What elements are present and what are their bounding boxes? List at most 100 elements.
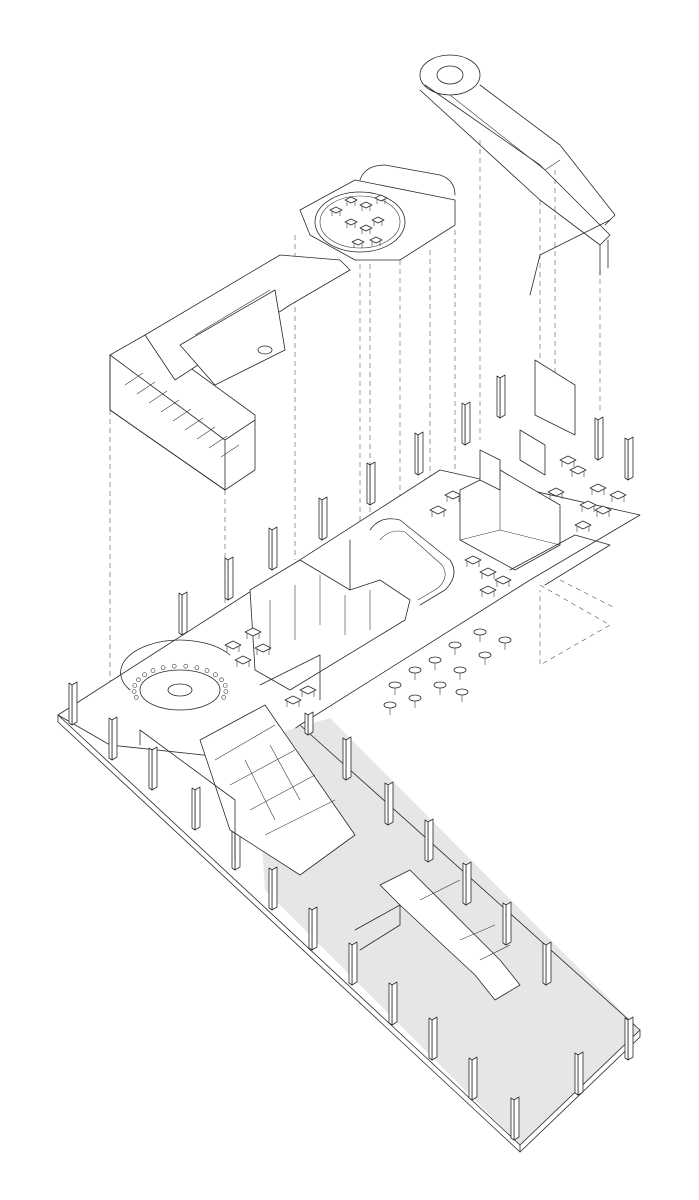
raised-counter [179, 289, 286, 386]
booth [519, 429, 546, 476]
lower-wing-rooms [139, 704, 521, 1001]
round-table [448, 641, 462, 655]
table-set [589, 483, 607, 495]
terrace-curved-edge [359, 164, 456, 196]
terrace-table-top [371, 216, 385, 224]
round-terrace [299, 164, 456, 261]
round-table-top [428, 656, 442, 664]
column-side [268, 527, 273, 571]
column-face [111, 716, 118, 761]
projected-outline [559, 579, 616, 609]
column [502, 901, 512, 946]
stair-tread [184, 417, 204, 431]
circular-bar [120, 639, 231, 711]
terrace-table [374, 194, 388, 204]
column-side [268, 867, 273, 911]
tall-wall-panel [534, 359, 576, 436]
terrace-table [329, 206, 343, 216]
column-face [627, 1016, 634, 1061]
bar-stool [213, 672, 218, 678]
column-face [505, 901, 512, 946]
column-side [502, 902, 507, 946]
column-side [231, 827, 236, 871]
terrace-table-top [359, 224, 373, 232]
round-table [408, 666, 422, 680]
column-face [194, 786, 201, 831]
column-face [471, 1056, 478, 1101]
restroom-block [199, 704, 356, 876]
table-set [429, 505, 447, 517]
table-top [609, 490, 627, 500]
column [268, 526, 278, 571]
main-floor-slab [57, 469, 641, 1153]
column-side [178, 592, 183, 636]
round-table-top [408, 694, 422, 702]
terrace-table [344, 218, 358, 228]
partition-wall [269, 744, 301, 801]
stair-tread [148, 390, 168, 404]
terrace-table-top [369, 236, 383, 244]
column-side [388, 982, 393, 1026]
bar-stool [136, 677, 141, 683]
bar-stool [131, 689, 137, 694]
stair-treads [124, 372, 240, 458]
table-top [234, 655, 252, 665]
bar-counter [139, 669, 221, 711]
table-set [244, 627, 262, 639]
spiral-stair-ramp [419, 54, 616, 296]
column-side [594, 417, 599, 461]
column-side [542, 942, 547, 986]
column-face [271, 866, 278, 911]
table-set [547, 487, 565, 499]
bar-stools [131, 663, 229, 700]
column-side [414, 432, 419, 476]
terrace-table-top [344, 218, 358, 226]
bar-stool [142, 672, 147, 678]
partition-wall [419, 879, 461, 901]
stair-tread [220, 444, 240, 458]
round-table [428, 656, 442, 670]
column [388, 981, 398, 1026]
column-face [577, 1051, 584, 1096]
stair-tread [124, 372, 144, 386]
column-face [181, 591, 188, 636]
table-set [479, 585, 497, 597]
column-side [224, 557, 229, 601]
column [428, 1016, 438, 1061]
column [308, 906, 318, 951]
upper-block-edge [224, 419, 256, 441]
slab-edge [57, 721, 521, 1153]
column-side [68, 682, 73, 726]
curved-bar-wall [369, 518, 455, 606]
lounge-wall [459, 529, 501, 541]
low-wall [354, 904, 401, 951]
table-set [494, 575, 512, 587]
column [108, 716, 118, 761]
column [496, 374, 506, 419]
partition-wall [214, 724, 276, 761]
round-table [478, 651, 492, 665]
table-top [429, 505, 447, 515]
column [384, 781, 394, 826]
round-table [383, 701, 397, 715]
column-side [366, 462, 371, 506]
column [542, 941, 552, 986]
table-set [569, 465, 587, 477]
table-top [299, 685, 317, 695]
column-face [271, 526, 278, 571]
round-table-top [408, 666, 422, 674]
column [304, 711, 314, 736]
column-face [464, 401, 471, 446]
partition-wall [229, 749, 296, 786]
table-top [589, 483, 607, 493]
table-set [284, 695, 302, 707]
column-side [624, 437, 629, 481]
column-face [151, 746, 158, 791]
round-table [455, 688, 469, 702]
column-side [461, 402, 466, 446]
column-face [513, 1096, 520, 1141]
column [268, 866, 278, 911]
column [342, 736, 352, 781]
column-side [384, 782, 389, 826]
